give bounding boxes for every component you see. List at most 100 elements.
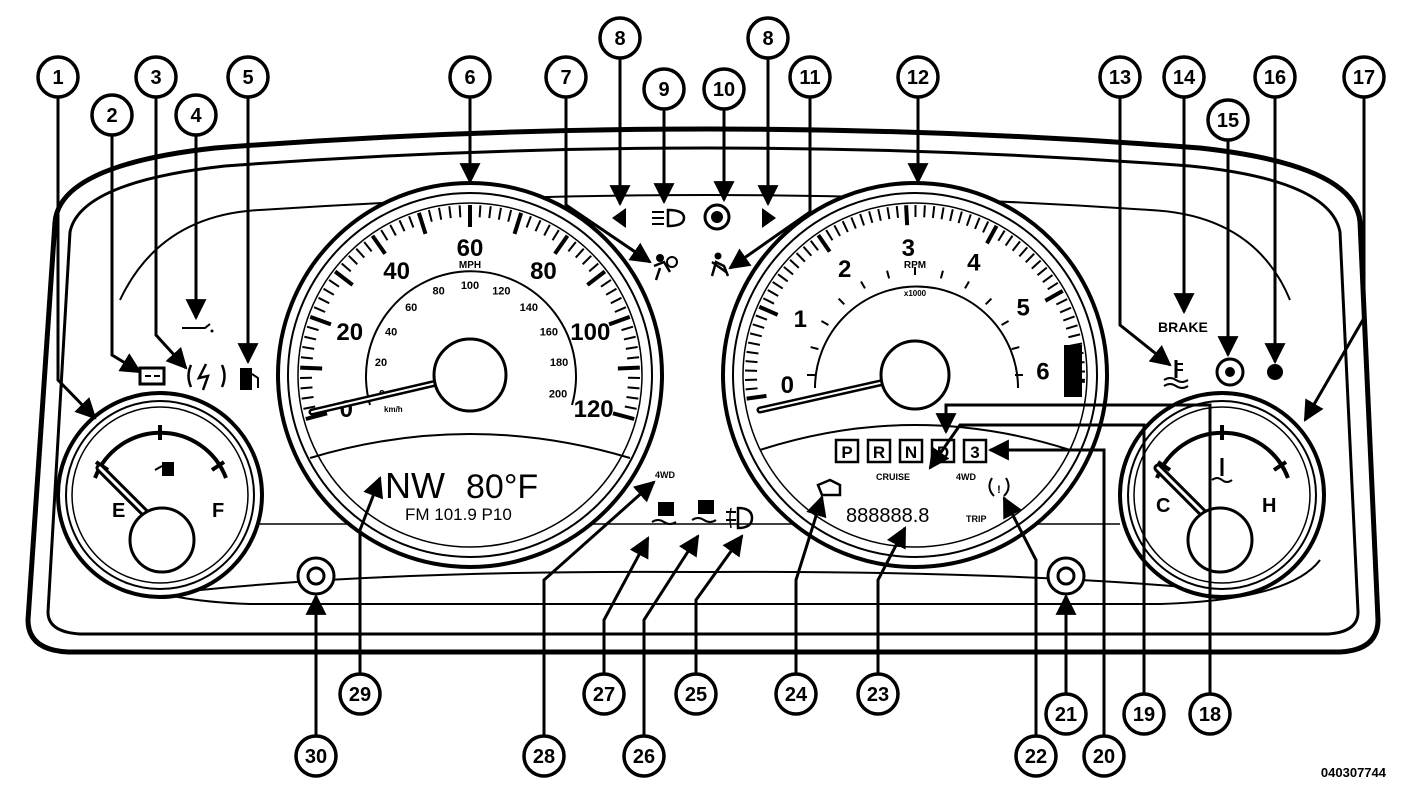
kmh-tick-label: 40 [385, 327, 397, 339]
tach-tick [1059, 306, 1072, 314]
callout-balloon-15 [1206, 98, 1250, 142]
speedo-tick [608, 314, 631, 327]
prnd-letter: P [841, 443, 852, 462]
temp-cold-label: C [1156, 495, 1170, 517]
oil-pressure-icon [182, 323, 214, 333]
awd-indicator: 4WD [655, 470, 676, 480]
speedo-tick [586, 269, 607, 287]
tach-tick [1004, 235, 1014, 247]
tach-tick [1036, 266, 1048, 276]
fuel-empty-label: E [112, 500, 125, 522]
callout-number: 16 [1264, 67, 1286, 89]
tach-inner-tick [886, 270, 891, 279]
odometer-readout: 888888.8 [846, 505, 929, 527]
four-wd-indicator: 4WD [956, 472, 977, 482]
callout-leader-7 [564, 97, 652, 264]
tach-tick [795, 252, 806, 263]
callout-number: 8 [614, 28, 625, 50]
speedo-tick [458, 205, 462, 218]
tach-tick [957, 211, 963, 224]
coolant-icon [1211, 458, 1233, 483]
mph-tick-label: 80 [530, 258, 557, 285]
callout-balloon-12 [896, 55, 940, 99]
speedo-tick [363, 241, 373, 252]
rpm-tick-label: 3 [902, 235, 915, 262]
speedo-tick [612, 411, 635, 421]
speedo-tick [534, 219, 542, 232]
security-alarm-icon [1267, 364, 1283, 380]
tach-tick [940, 207, 945, 220]
callout-balloon-23 [856, 672, 900, 716]
kmh-tick-label: 200 [549, 389, 567, 401]
tach-tick [850, 217, 857, 229]
tach-inner-tick [820, 320, 829, 326]
prnd-box [898, 438, 924, 464]
callout-balloon-28 [522, 734, 566, 778]
callout-balloon-19 [1122, 692, 1166, 736]
speedo-tick [507, 209, 513, 222]
callout-leader-3 [154, 97, 188, 370]
tach-tick [1025, 253, 1035, 264]
tach-tick [985, 224, 999, 245]
speedo-tick [408, 215, 415, 228]
prnd-letter: 3 [970, 443, 979, 462]
trip-label: TRIP [966, 514, 987, 524]
callout-leader-18 [935, 403, 1212, 694]
callout-leader-26 [642, 534, 700, 736]
speedo-tick [497, 207, 502, 220]
speedo-tick [512, 212, 524, 235]
callout-leader-2 [110, 135, 142, 374]
speedo-tick [416, 212, 428, 235]
radio-readout: FM 101.9 P10 [405, 505, 512, 524]
tach-inner-arc [814, 285, 1019, 389]
speedo-tick [398, 219, 406, 232]
tach-tick [1055, 298, 1068, 306]
callout-number: 13 [1109, 67, 1131, 89]
speedo-tick [627, 356, 640, 360]
callout-number: 19 [1133, 704, 1155, 726]
mph-tick-label: 120 [574, 396, 614, 423]
tach-tick [1065, 324, 1078, 330]
prnd-box [962, 438, 988, 464]
battery-icon [138, 366, 166, 386]
tach-tick [1062, 315, 1075, 322]
callout-balloon-18 [1188, 692, 1232, 736]
callout-balloon-27 [582, 672, 626, 716]
speedo-tick [313, 306, 326, 313]
kmh-tick-label: 20 [375, 357, 387, 369]
callout-number: 28 [533, 746, 555, 768]
rpm-tick-label: 6 [1036, 359, 1049, 386]
speedo-tick [380, 229, 389, 241]
temp-gauge: C H [1118, 391, 1326, 599]
speedo-tick [478, 205, 482, 218]
callout-balloon-8 [598, 16, 642, 60]
callout-leader-13 [1118, 97, 1172, 367]
callout-number: 9 [658, 79, 669, 101]
fuel-pump-icon [154, 462, 174, 476]
speedo-tick [323, 287, 335, 296]
kmh-tick-label: 120 [492, 286, 510, 298]
callout-number: 11 [799, 67, 820, 89]
tach-tick [755, 314, 768, 321]
callout-number: 10 [713, 79, 735, 101]
callout-number: 7 [560, 67, 571, 89]
callout-balloon-20 [1082, 734, 1126, 778]
rpm-tick-label: 4 [967, 249, 981, 276]
tach-tick [974, 217, 981, 230]
speedometer-hub [432, 337, 508, 413]
speedo-tick [551, 229, 560, 241]
callout-leader-11 [728, 97, 812, 270]
speedo-tick [305, 411, 328, 421]
callout-balloon-17 [1342, 55, 1386, 99]
tach-tick [745, 360, 758, 364]
coolant-warning-icon [1163, 360, 1189, 389]
callout-balloon-4 [174, 93, 218, 137]
callout-balloon-25 [674, 672, 718, 716]
callout-balloon-13 [1098, 55, 1142, 99]
prnd-box [834, 438, 860, 464]
rpm-unit: RPM [904, 260, 926, 271]
tach-tick [746, 350, 759, 355]
tach-inner-tick [837, 297, 845, 305]
speedo-tick [488, 206, 492, 219]
